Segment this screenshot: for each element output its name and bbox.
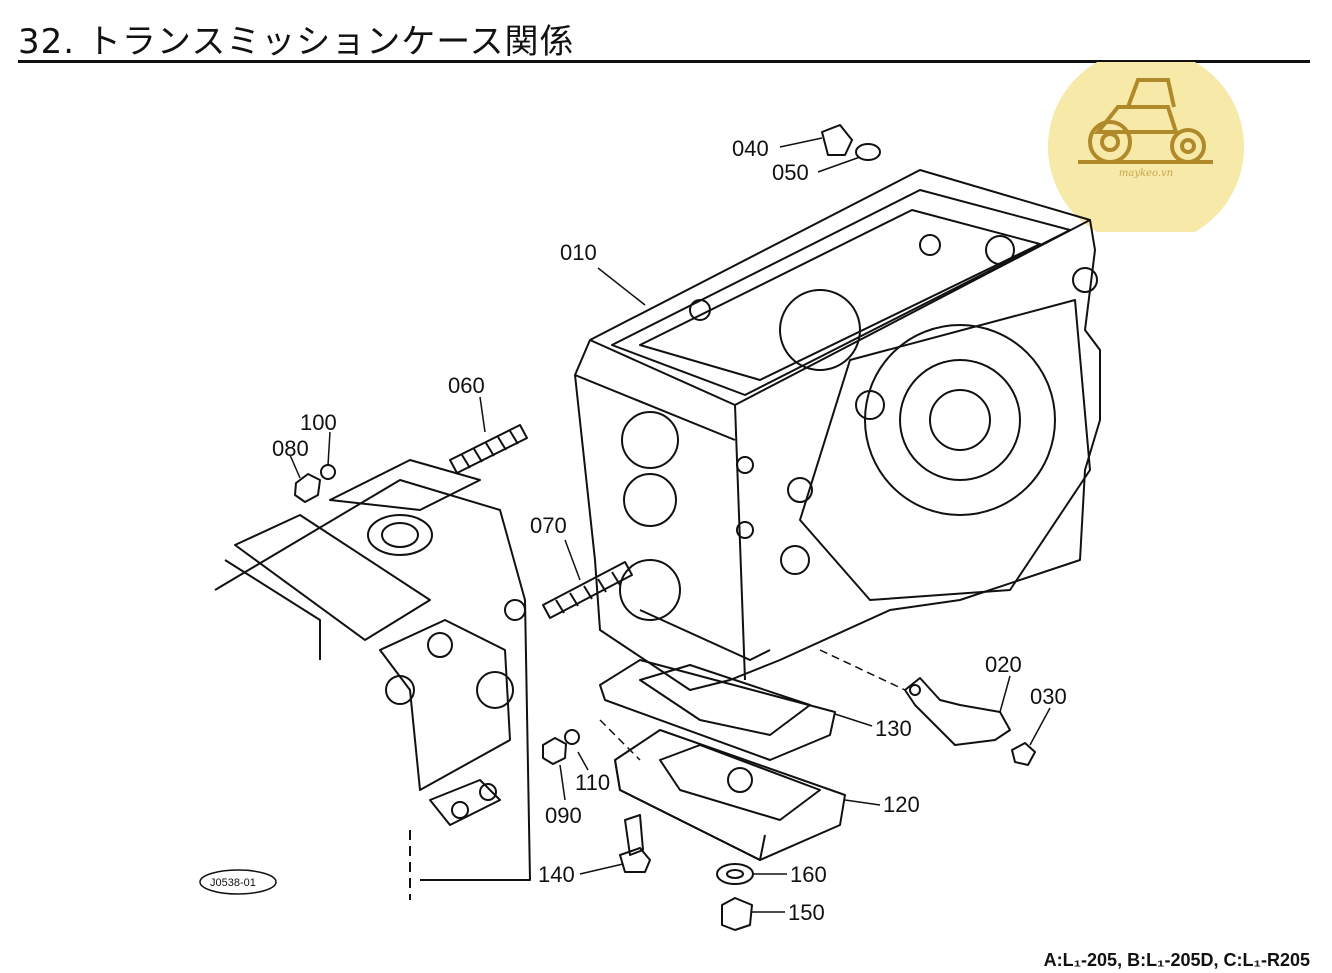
cover-120 [614, 729, 846, 861]
page-title: 32. トランスミッションケース関係 [18, 22, 575, 62]
label-080: 080 [272, 436, 309, 461]
transmission-case-body [574, 169, 1101, 691]
label-130: 130 [875, 716, 912, 741]
tractor-icon [1078, 78, 1213, 164]
label-090: 090 [545, 803, 582, 828]
bolt-140 [619, 814, 651, 873]
plug-150 [721, 897, 753, 931]
label-160: 160 [790, 862, 827, 887]
label-150: 150 [788, 900, 825, 925]
label-070: 070 [530, 513, 567, 538]
label-060: 060 [448, 373, 485, 398]
gasket-130 [599, 659, 836, 761]
bolt-030 [1011, 742, 1036, 766]
nut-080 [294, 464, 336, 503]
label-030: 030 [1030, 684, 1067, 709]
label-010: 010 [560, 240, 597, 265]
label-100: 100 [300, 410, 337, 435]
figure-ref-oval [199, 869, 277, 895]
leader-lines [289, 137, 1051, 913]
title-underline [18, 60, 1310, 63]
nut-090 [542, 729, 580, 765]
logo-badge [1048, 62, 1244, 232]
label-110: 110 [575, 770, 610, 795]
label-020: 020 [985, 652, 1022, 677]
label-120: 120 [883, 792, 920, 817]
figure-ref-label: J0538-01 [210, 877, 256, 889]
logo-text: maykeo.vn [1118, 168, 1174, 179]
bracket-020 [904, 677, 1011, 746]
label-140: 140 [538, 862, 575, 887]
adjacent-housing [214, 459, 531, 900]
model-list: A:L₁-205, B:L₁-205D, C:L₁-R205 [1043, 950, 1310, 970]
label-050: 050 [772, 160, 809, 185]
label-040: 040 [732, 136, 769, 161]
plug-040 [821, 124, 881, 161]
washer-160 [716, 863, 754, 885]
stud-060 [449, 424, 528, 474]
stud-070 [542, 561, 633, 619]
